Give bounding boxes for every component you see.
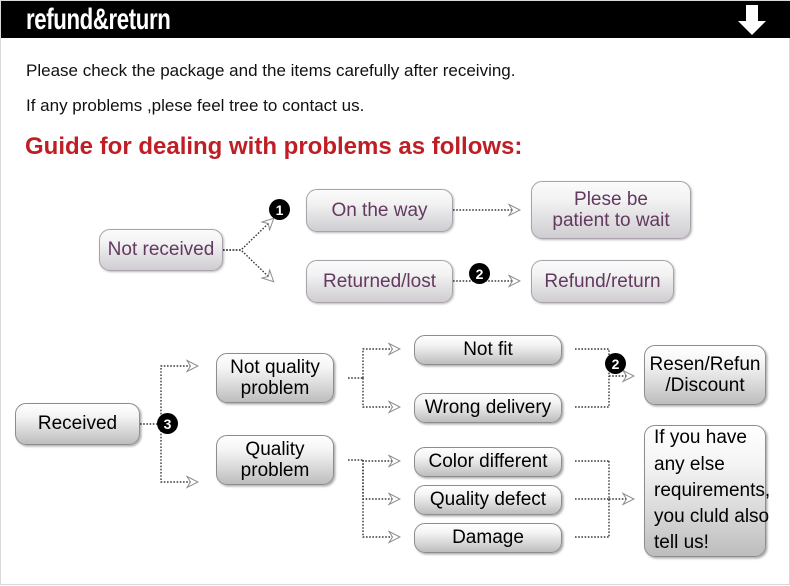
- arrow-down-icon: [738, 5, 766, 35]
- node-refund-return[interactable]: Refund/return: [531, 260, 674, 303]
- node-not-quality-problem[interactable]: Not quality problem: [216, 353, 334, 403]
- node-received[interactable]: Received: [15, 403, 140, 445]
- badge-2-top: 2: [469, 263, 490, 284]
- guide-heading: Guide for dealing with problems as follo…: [25, 133, 523, 160]
- badge-3: 3: [157, 413, 178, 434]
- node-on-the-way[interactable]: On the way: [306, 189, 453, 232]
- page-title: refund&return: [26, 3, 171, 36]
- header-band: refund&return: [1, 1, 790, 38]
- node-wrong-delivery[interactable]: Wrong delivery: [414, 393, 562, 423]
- node-not-fit[interactable]: Not fit: [414, 335, 562, 365]
- intro-line-2: If any problems ,plese feel tree to cont…: [26, 96, 365, 115]
- badge-2-bottom: 2: [605, 353, 626, 374]
- node-quality-problem[interactable]: Quality problem: [216, 435, 334, 485]
- badge-1: 1: [269, 199, 290, 220]
- node-color-different[interactable]: Color different: [414, 447, 562, 477]
- node-quality-defect[interactable]: Quality defect: [414, 485, 562, 515]
- node-returned-lost[interactable]: Returned/lost: [306, 260, 453, 303]
- intro-line-1: Please check the package and the items c…: [26, 61, 516, 80]
- node-plese-be-patient[interactable]: Plese be patient to wait: [531, 181, 691, 239]
- node-resend-refund-discount[interactable]: Resen/Refun /Discount: [644, 345, 766, 405]
- node-not-received[interactable]: Not received: [99, 229, 223, 271]
- node-damage[interactable]: Damage: [414, 523, 562, 553]
- node-contact-note[interactable]: If you have any else requirements, you c…: [644, 425, 770, 557]
